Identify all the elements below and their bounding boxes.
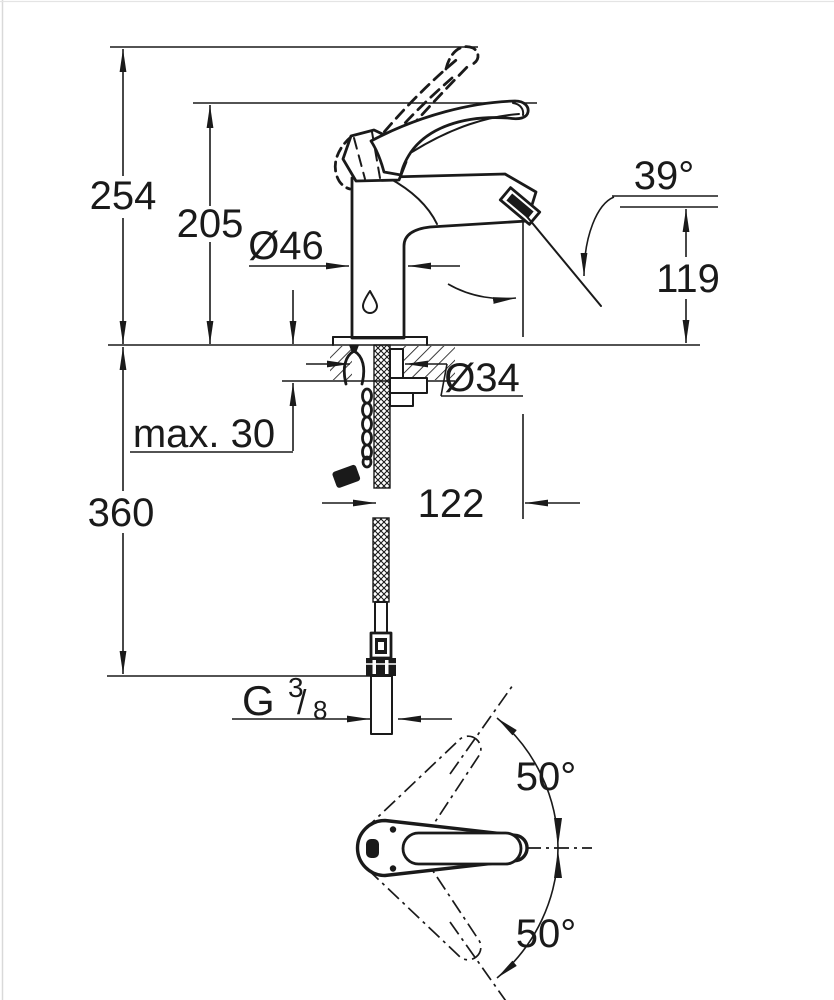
- dim-119: 119: [656, 209, 720, 343]
- thread-denominator-label: 8: [313, 695, 327, 725]
- temp-indicator-drop: [362, 290, 378, 314]
- water-stream-line: [523, 212, 602, 307]
- chain-end-plug: [332, 464, 361, 488]
- stream-pointer-arrow: [447, 283, 517, 304]
- dim-39deg: 39°: [447, 154, 695, 304]
- handle-plan-slot: [401, 831, 523, 866]
- lever-handle: [369, 99, 530, 177]
- base-plate: [332, 336, 428, 346]
- dim-g38: G 3 / 8: [232, 672, 452, 725]
- thread-slash-label: /: [297, 684, 307, 722]
- thread-numerator-label: 3: [288, 672, 304, 703]
- mounting-nut-lower: [389, 392, 414, 407]
- dim-dia34-label: Ø34: [444, 356, 520, 400]
- supply-shank-and-hose: [332, 344, 428, 735]
- dim-360: 360: [88, 347, 155, 674]
- braided-hose: [372, 517, 390, 603]
- hose-hex-nut: [366, 658, 396, 676]
- pop-up-chain: [332, 345, 373, 488]
- shank-guide: [389, 348, 404, 379]
- dim-254-label: 254: [90, 174, 157, 218]
- dim-50deg-lower: 50°: [496, 847, 577, 979]
- dim-122-label: 122: [418, 482, 485, 526]
- dim-dia34: Ø34: [306, 356, 523, 400]
- thread-prefix-label: G: [242, 677, 275, 724]
- dim-254: 254: [90, 49, 157, 344]
- handle-plan-indicator: [366, 839, 379, 858]
- dim-360-label: 360: [88, 491, 155, 535]
- dim-50deg-lower-label: 50°: [516, 912, 577, 956]
- threaded-shank: [373, 344, 391, 489]
- hose-tube: [374, 601, 388, 634]
- dim-39deg-label: 39°: [634, 154, 695, 198]
- mounting-nut-upper: [389, 377, 428, 394]
- dim-dia46-label: Ø46: [248, 224, 324, 268]
- faucet-side-view: [332, 45, 602, 346]
- mousseur-outlet: [498, 186, 542, 226]
- dim-max30-label: max. 30: [133, 412, 275, 456]
- dim-122: 122: [322, 482, 580, 526]
- handle-top-view: 50° 50°: [345, 684, 592, 1000]
- dim-205-label: 205: [177, 202, 244, 246]
- thread-nipple: [370, 675, 393, 735]
- extension-lines: [107, 46, 718, 677]
- dim-dia46: Ø46: [248, 224, 460, 270]
- dim-205: 205: [177, 105, 244, 344]
- dim-max30: max. 30: [130, 290, 297, 456]
- dim-50deg-upper: 50°: [496, 717, 577, 849]
- dim-119-label: 119: [656, 257, 720, 301]
- dim-50deg-upper-label: 50°: [516, 755, 577, 799]
